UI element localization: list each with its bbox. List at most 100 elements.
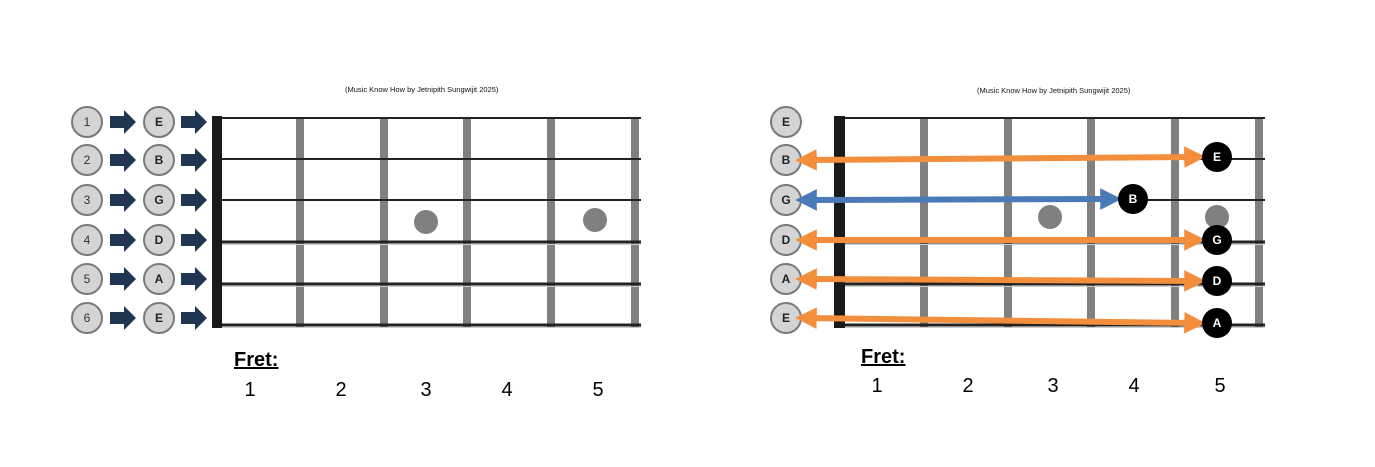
string-to-note-arrows (110, 110, 136, 330)
string-number-column: 1 2 3 4 5 6 (71, 106, 103, 334)
open-note-label: A (782, 272, 791, 286)
right-arrow-icon (110, 188, 136, 212)
fretted-note-label: G (1212, 233, 1221, 247)
fret-inlay-dot (583, 208, 607, 232)
fretted-note-marker (1118, 184, 1148, 214)
blue-reference-arrow (795, 188, 1122, 211)
fretted-note-marker (1202, 308, 1232, 338)
fret-inlays (414, 208, 607, 234)
open-note-label: D (782, 233, 791, 247)
string-number-label: 4 (84, 233, 91, 247)
string-number-circle (71, 184, 103, 216)
fret-inlay-dot (1038, 205, 1062, 229)
fret-inlay-dot (1205, 205, 1229, 229)
open-note-column: E B G D A E (770, 106, 802, 334)
fret-wire (547, 118, 555, 327)
fret-heading: Fret: (234, 349, 278, 371)
orange-reference-arrow (795, 307, 1206, 334)
right-arrow-icon (181, 110, 207, 134)
string-number-circle (71, 106, 103, 138)
fret-number-label: 2 (962, 375, 973, 397)
fretted-note-label: E (1213, 150, 1221, 164)
fretboard (212, 116, 641, 328)
note-to-fretboard-arrows (181, 110, 207, 330)
string-number-label: 6 (84, 311, 91, 325)
fret-wire (1255, 118, 1263, 327)
right-arrow-icon (181, 148, 207, 172)
open-note-circle (770, 106, 802, 138)
fretted-note-label: D (1213, 274, 1222, 288)
open-note-label: E (782, 115, 790, 129)
fret-number-label: 1 (871, 375, 882, 397)
fret-number-label: 1 (244, 379, 255, 401)
open-note-label: E (155, 115, 163, 129)
right-arrow-icon (181, 267, 207, 291)
open-note-column: E B G D A E (143, 106, 175, 334)
right-arrow-icon (110, 228, 136, 252)
fretted-note-label: B (1129, 192, 1138, 206)
fretted-note-marker (1202, 142, 1232, 172)
open-note-circle (143, 144, 175, 176)
open-note-label: G (781, 193, 790, 207)
fret-number-label: 4 (501, 379, 512, 401)
string-number-circle (71, 263, 103, 295)
string-number-label: 5 (84, 272, 91, 286)
string-number-circle (71, 224, 103, 256)
open-note-circle (143, 263, 175, 295)
fretted-note-label: A (1213, 316, 1222, 330)
open-note-circle (143, 106, 175, 138)
orange-reference-arrow (795, 146, 1206, 171)
open-note-label: G (154, 193, 163, 207)
fret-wire (631, 118, 639, 327)
fret-wire (1087, 118, 1095, 327)
string-number-circle (71, 144, 103, 176)
fret-wire (1004, 118, 1012, 327)
open-note-label: B (782, 153, 791, 167)
open-note-label: D (155, 233, 164, 247)
credit-text: (Music Know How by Jetnipith Sungwijit 2… (977, 86, 1131, 95)
credit-text: (Music Know How by Jetnipith Sungwijit 2… (345, 85, 499, 94)
left-fretboard-diagram: (Music Know How by Jetnipith Sungwijit 2… (71, 85, 641, 401)
open-note-circle (143, 302, 175, 334)
fret-heading: Fret: (861, 346, 905, 368)
right-arrow-icon (181, 306, 207, 330)
string-number-label: 3 (84, 193, 91, 207)
fret-wire (1171, 118, 1179, 327)
string-number-label: 1 (84, 115, 91, 129)
fret-number-label: 5 (1214, 375, 1225, 397)
right-fretboard-diagram: (Music Know How by Jetnipith Sungwijit 2… (770, 86, 1265, 397)
fret-number-label: 2 (335, 379, 346, 401)
right-arrow-icon (110, 110, 136, 134)
open-note-label: E (782, 311, 790, 325)
fret-number-row: 1 2 3 4 5 (871, 375, 1225, 397)
fret-number-row: 1 2 3 4 5 (244, 379, 603, 401)
open-note-circle (143, 224, 175, 256)
right-arrow-icon (181, 228, 207, 252)
fretted-note-markers: E B G D A (1118, 142, 1232, 338)
nut (834, 116, 845, 328)
nut (212, 116, 222, 328)
open-note-label: E (155, 311, 163, 325)
tuning-reference-arrows (795, 146, 1206, 334)
fret-wire (296, 118, 304, 327)
string-number-label: 2 (84, 153, 91, 167)
open-note-label: B (155, 153, 164, 167)
fret-wire (463, 118, 471, 327)
fret-number-label: 3 (1047, 375, 1058, 397)
fretted-note-marker (1202, 266, 1232, 296)
fret-number-label: 5 (592, 379, 603, 401)
fret-inlay-dot (414, 210, 438, 234)
open-note-label: A (155, 272, 164, 286)
fret-number-label: 4 (1128, 375, 1139, 397)
open-note-circle (143, 184, 175, 216)
right-arrow-icon (110, 148, 136, 172)
fret-wire (920, 118, 928, 327)
right-arrow-icon (110, 306, 136, 330)
fret-number-label: 3 (420, 379, 431, 401)
right-arrow-icon (181, 188, 207, 212)
right-arrow-icon (110, 267, 136, 291)
fret-wire (380, 118, 388, 327)
string-number-circle (71, 302, 103, 334)
fretted-note-marker (1202, 225, 1232, 255)
